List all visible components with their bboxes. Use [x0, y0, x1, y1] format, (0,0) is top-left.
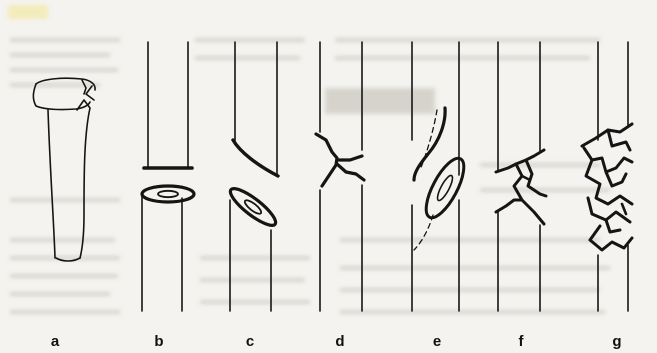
panel-b-drawing	[142, 42, 194, 311]
panel-d-drawing	[316, 42, 364, 311]
panel-label-b: b	[147, 333, 171, 350]
panel-a-drawing	[33, 78, 95, 261]
background-print-through	[8, 5, 610, 312]
panel-label-e: e	[425, 333, 449, 350]
panel-g-drawing	[582, 42, 632, 311]
panel-f-drawing	[496, 42, 546, 311]
panel-c-drawing	[226, 42, 280, 311]
panel-label-c: c	[238, 333, 262, 350]
panel-label-d: d	[328, 333, 352, 350]
panel-label-g: g	[605, 333, 629, 350]
panel-e-drawing	[412, 42, 471, 311]
panel-label-f: f	[509, 333, 533, 350]
panel-label-a: a	[43, 333, 67, 350]
